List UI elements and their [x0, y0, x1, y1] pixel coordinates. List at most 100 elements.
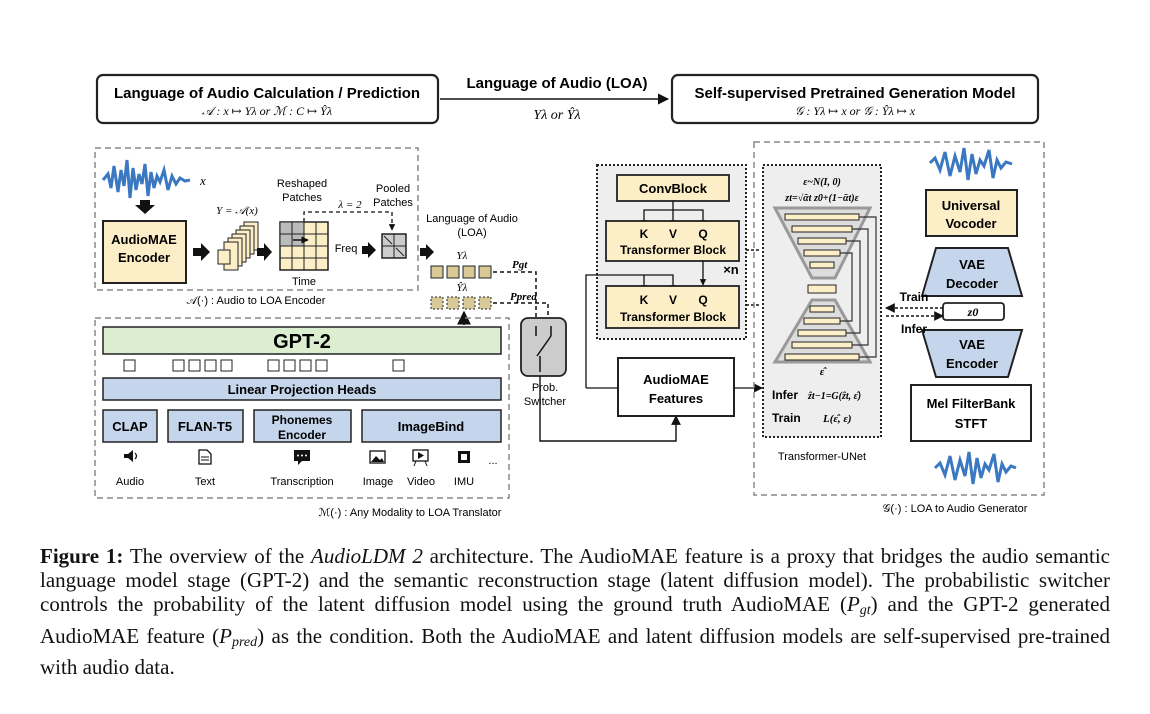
encoder-caption: 𝒜(·) : Audio to LOA Encoder: [187, 295, 326, 307]
top-right-title: Self-supervised Pretrained Generation Mo…: [695, 85, 1016, 102]
lambda-label: λ = 2: [337, 199, 362, 211]
vocoder-line1: Universal: [942, 198, 1001, 213]
y-hat-lambda-label: Ŷλ: [457, 282, 468, 294]
transformer-block-2-label: Transformer Block: [620, 310, 726, 324]
patch-grid: [279, 221, 329, 271]
vocoder-line2: Vocoder: [945, 216, 996, 231]
translator-caption: ℳ(·) : Any Modality to LOA Translator: [319, 507, 502, 519]
image-icon: [369, 450, 386, 464]
generator-caption: 𝒢(·) : LOA to Audio Generator: [883, 503, 1028, 515]
q-label: Q: [698, 293, 707, 307]
caption-pgt-symbol: P: [846, 592, 860, 617]
v-label: V: [669, 227, 677, 241]
caption-part3: ) and the GPT-2 generated AudioMAE featu…: [40, 592, 1110, 648]
loa-label-line1: Language of Audio: [426, 213, 518, 225]
z0-label: z0: [967, 305, 979, 319]
y-lambda-label: Yλ: [457, 250, 468, 262]
modality-video: Video: [407, 476, 435, 488]
loa-token: [446, 265, 460, 279]
noise-line1: ε~N(I, 0): [803, 177, 841, 188]
clap-label: CLAP: [112, 419, 148, 434]
vae-decoder-box: [920, 247, 1024, 297]
encoder-panel: x AudioMAE Encoder Y = 𝒜(x) Reshaped Pat…: [94, 147, 419, 307]
caption-part2: architecture. The AudioMAE feature is a …: [40, 544, 1111, 617]
pool-dashed-arrow: [303, 211, 396, 231]
loa-token: [430, 265, 444, 279]
mel-line2: STFT: [955, 416, 988, 431]
linear-heads-box: [102, 377, 502, 401]
modality-ellipsis: ...: [488, 455, 497, 467]
train-formula: L(ε̂, ε): [822, 413, 852, 425]
reshaped-patches-line2: Patches: [282, 192, 322, 204]
translator-panel: GPT-2 Linear Projection Heads CLAP FLAN-…: [94, 317, 510, 519]
flan-t5-label: FLAN-T5: [178, 419, 232, 434]
y-formula: Y = 𝒜(x): [216, 205, 258, 217]
imagebind-label: ImageBind: [398, 419, 465, 434]
unet-hourglass: [772, 206, 877, 364]
v-label: V: [669, 293, 677, 307]
mel-line1: Mel FilterBank: [927, 396, 1017, 411]
pooled-patches-line1: Pooled: [376, 183, 410, 195]
convblock-label: ConvBlock: [639, 181, 708, 196]
caption-ppred-symbol: P: [219, 623, 232, 648]
document-icon: [198, 449, 212, 465]
audiomae-encoder-box: AudioMAE Encoder: [102, 220, 187, 284]
loa-token: [430, 296, 444, 310]
panel-zoom-lines: [746, 249, 760, 306]
phonemes-label: Phonemes: [272, 413, 333, 427]
transformer-block-2: [605, 285, 740, 329]
loa-label-line2: (LOA): [457, 227, 486, 239]
loa-token: [478, 296, 492, 310]
encoder-label: Encoder: [278, 428, 326, 442]
noise-line2: zt=√ᾱt z0+(1−ᾱt)ε: [784, 193, 859, 204]
infer-label: Infer: [772, 388, 798, 402]
feature-stack: [217, 221, 259, 271]
transformer-panel: ConvBlock K V Q Transformer Block ×n K V…: [585, 164, 760, 388]
modality-audio: Audio: [116, 476, 144, 488]
architecture-diagram: Language of Audio Calculation / Predicti…: [94, 73, 1045, 519]
output-waveform: [928, 147, 1013, 181]
speaker-icon: [124, 450, 138, 462]
top-right-formula: 𝒢 : Yλ ↦ x or 𝒢 : Ŷλ ↦ x: [795, 104, 916, 118]
times-n-label: ×n: [723, 262, 739, 277]
features-line1: AudioMAE: [643, 372, 709, 387]
modality-transcription: Transcription: [270, 476, 333, 488]
x-label: x: [199, 173, 206, 188]
loa-tokens: Language of Audio (LOA) Yλ Ŷλ Pgt Ppred: [420, 213, 549, 328]
chip-icon: [458, 451, 470, 463]
transformer-block-1-label: Transformer Block: [620, 243, 726, 257]
caption-part1: The overview of the: [129, 544, 312, 568]
loa-token: [478, 265, 492, 279]
caption-pgt-sub: gt: [859, 603, 871, 619]
switcher-line1: Prob.: [532, 382, 558, 394]
vae-decoder-line1: VAE: [959, 257, 985, 272]
audiomae-encoder-line1: AudioMAE: [111, 232, 177, 247]
top-right-box: Self-supervised Pretrained Generation Mo…: [670, 73, 1040, 125]
caption-part4: ) as the condition. Both the AudioMAE an…: [40, 623, 1110, 679]
input-waveform: [101, 159, 191, 199]
linear-heads-label: Linear Projection Heads: [228, 382, 377, 397]
unet-caption: Transformer-UNet: [778, 451, 866, 463]
input-waveform-right: [933, 451, 1017, 485]
pooled-patches-line2: Patches: [373, 197, 413, 209]
features-to-kv: [585, 274, 674, 388]
p-gt-path: [493, 271, 537, 328]
infer-formula: ẑt−1=G(ẑt, ε̂): [807, 391, 861, 402]
features-line2: Features: [649, 391, 703, 406]
top-left-title: Language of Audio Calculation / Predicti…: [114, 85, 420, 102]
audiomae-features-box: AudioMAE Features: [586, 357, 763, 417]
caption-ppred-sub: pred: [232, 634, 258, 650]
train-arrow-label: Train: [900, 290, 929, 304]
video-icon: [412, 449, 429, 467]
eps-hat-label: ε̂: [820, 366, 828, 378]
embedding-tokens: [123, 359, 405, 372]
right-arrow-icon: [193, 243, 210, 261]
figure-label: Figure 1:: [40, 544, 124, 568]
train-label: Train: [772, 411, 801, 425]
chat-bubble-icon: [294, 450, 310, 465]
p-gt-label: Pgt: [512, 259, 528, 271]
modality-image: Image: [363, 476, 394, 488]
phonemes-encoder-box: [253, 409, 352, 443]
modality-text: Text: [195, 476, 215, 488]
switcher-to-features-arrow: [539, 376, 681, 442]
